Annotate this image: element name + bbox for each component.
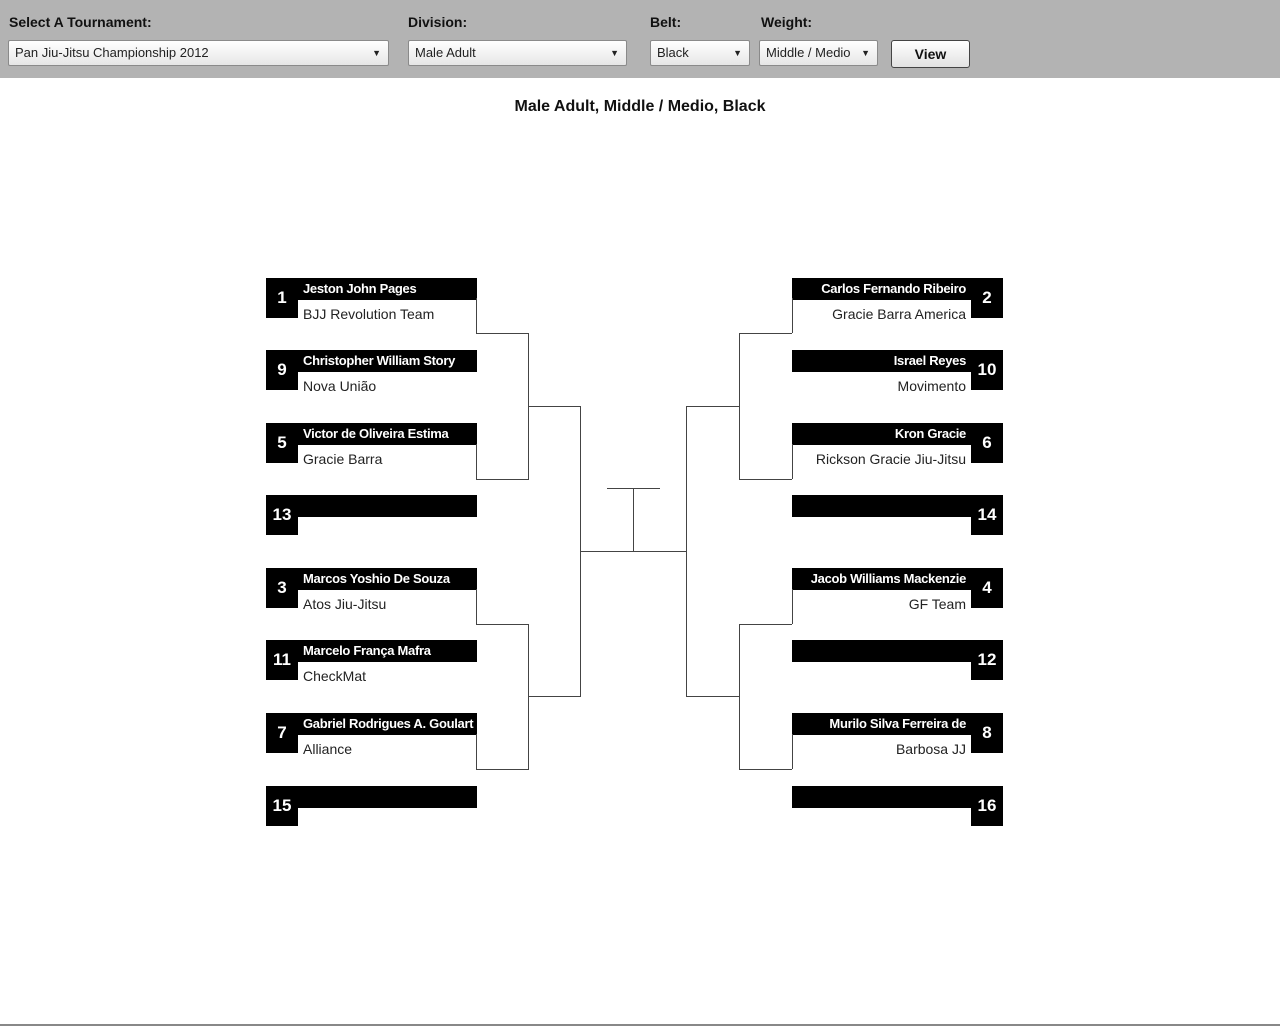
bracket-connector xyxy=(739,333,740,480)
competitor-name: Murilo Silva Ferreira de xyxy=(792,713,971,735)
bracket-connector xyxy=(739,624,740,770)
seed-number: 2 xyxy=(971,278,1003,318)
competitor-name xyxy=(792,786,971,808)
competitor-name xyxy=(792,495,971,517)
seed-number: 4 xyxy=(971,568,1003,608)
weight-select[interactable]: Middle / Medio ▼ xyxy=(759,40,878,66)
bracket-connector xyxy=(476,734,477,769)
seed-number: 7 xyxy=(266,713,298,753)
bracket-connector xyxy=(686,406,739,407)
competitor-name: Victor de Oliveira Estima xyxy=(298,423,477,445)
bracket-connector xyxy=(528,406,581,407)
competitor-name: Christopher William Story xyxy=(298,350,477,372)
bracket-connector xyxy=(476,479,529,480)
bracket-connector xyxy=(476,298,477,333)
bracket-connector xyxy=(739,624,792,625)
seed-number: 9 xyxy=(266,350,298,390)
division-select[interactable]: Male Adult ▼ xyxy=(408,40,627,66)
filter-toolbar: Select A Tournament: Pan Jiu-Jitsu Champ… xyxy=(0,0,1280,78)
competitor-name: Jeston John Pages xyxy=(298,278,477,300)
competitor-name xyxy=(298,495,477,517)
competitor-team: Barbosa JJ xyxy=(895,741,966,757)
bracket-connector xyxy=(792,589,793,624)
seed-number: 16 xyxy=(971,786,1003,826)
competitor-team: Movimento xyxy=(897,378,966,394)
bracket-connector xyxy=(686,406,687,697)
belt-select[interactable]: Black ▼ xyxy=(650,40,750,66)
competitor-name: Gabriel Rodrigues A. Goulart xyxy=(298,713,477,735)
seed-number: 11 xyxy=(266,640,298,680)
division-select-value: Male Adult xyxy=(415,45,476,60)
tournament-select[interactable]: Pan Jiu-Jitsu Championship 2012 ▼ xyxy=(8,40,389,66)
seed-number: 8 xyxy=(971,713,1003,753)
bracket-title: Male Adult, Middle / Medio, Black xyxy=(514,98,766,115)
competitor-name: Carlos Fernando Ribeiro xyxy=(792,278,971,300)
seed-number: 6 xyxy=(971,423,1003,463)
bracket-connector xyxy=(476,589,477,624)
bracket-connector xyxy=(739,769,792,770)
seed-number: 15 xyxy=(266,786,298,826)
competitor-team: GF Team xyxy=(908,596,966,612)
competitor-team: Rickson Gracie Jiu-Jitsu xyxy=(815,451,966,467)
competitor-name xyxy=(298,786,477,808)
bracket-connector xyxy=(607,488,660,489)
competitor-name: Israel Reyes xyxy=(792,350,971,372)
seed-number: 13 xyxy=(266,495,298,535)
bracket-connector xyxy=(792,298,793,333)
bracket-connector xyxy=(686,696,739,697)
competitor-team: CheckMat xyxy=(303,668,367,684)
competitor-name: Kron Gracie xyxy=(792,423,971,445)
bracket-connector xyxy=(739,479,792,480)
seed-number: 10 xyxy=(971,350,1003,390)
bracket-connector xyxy=(633,488,634,552)
view-button[interactable]: View xyxy=(891,40,970,68)
bracket-connector xyxy=(792,444,793,479)
belt-select-value: Black xyxy=(657,45,689,60)
competitor-name xyxy=(792,640,971,662)
bracket-connector xyxy=(528,624,529,770)
seed-number: 14 xyxy=(971,495,1003,535)
chevron-down-icon: ▼ xyxy=(372,48,381,58)
seed-number: 12 xyxy=(971,640,1003,680)
bracket-connector xyxy=(476,769,529,770)
competitor-team: Alliance xyxy=(303,741,353,757)
division-label: Division: xyxy=(408,14,468,30)
competitor-name: Marcelo França Mafra xyxy=(298,640,477,662)
seed-number: 5 xyxy=(266,423,298,463)
competitor-name: Jacob Williams Mackenzie xyxy=(792,568,971,590)
tournament-select-value: Pan Jiu-Jitsu Championship 2012 xyxy=(15,45,209,60)
competitor-team: Gracie Barra xyxy=(303,451,383,467)
chevron-down-icon: ▼ xyxy=(610,48,619,58)
bracket-connector xyxy=(528,696,581,697)
belt-label: Belt: xyxy=(650,14,682,30)
competitor-name: Marcos Yoshio De Souza xyxy=(298,568,477,590)
bracket-connector xyxy=(476,444,477,479)
weight-label: Weight: xyxy=(761,14,813,30)
bottom-divider xyxy=(0,1024,1280,1026)
competitor-team: Gracie Barra America xyxy=(832,306,966,322)
competitor-team: BJJ Revolution Team xyxy=(303,306,435,322)
competitor-team: Nova União xyxy=(303,378,377,394)
bracket-connector xyxy=(476,624,529,625)
bracket-connector xyxy=(739,333,792,334)
chevron-down-icon: ▼ xyxy=(733,48,742,58)
chevron-down-icon: ▼ xyxy=(861,48,870,58)
competitor-team: Atos Jiu-Jitsu xyxy=(303,596,387,612)
bracket-connector xyxy=(476,333,529,334)
tournament-label: Select A Tournament: xyxy=(9,14,152,30)
seed-number: 3 xyxy=(266,568,298,608)
weight-select-value: Middle / Medio xyxy=(766,45,851,60)
bracket-connector xyxy=(792,734,793,769)
seed-number: 1 xyxy=(266,278,298,318)
